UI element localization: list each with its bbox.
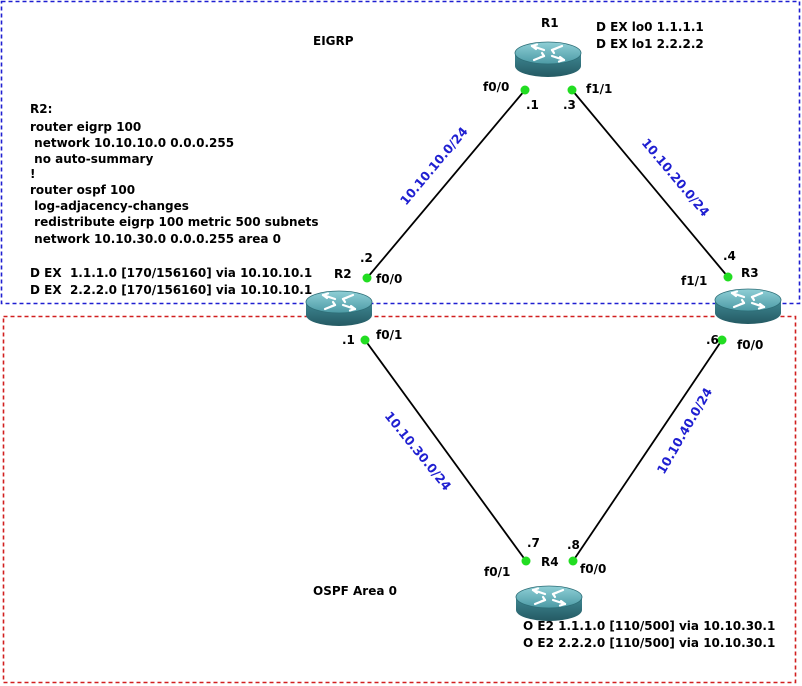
config-line: log-adjacency-changes [30,199,189,213]
ip-suffix-label: .7 [527,536,540,550]
interface-label: f0/1 [484,565,510,579]
link-r1-r2[interactable] [366,89,526,279]
r4-route-note: O E2 1.1.1.0 [110/500] via 10.10.30.1 [523,619,775,633]
config-line: redistribute eigrp 100 metric 500 subnet… [30,215,319,229]
interface-label: f0/0 [376,272,402,286]
network-label-r1-r3: 10.10.20.0/24 [639,135,713,219]
ip-suffix-label: .1 [526,98,539,112]
router-r1-name: R1 [541,16,559,30]
router-r2[interactable] [304,289,374,328]
link-status-dot [521,556,531,566]
router-r4-name: R4 [541,555,559,569]
interface-label: f1/1 [586,82,612,96]
router-r1[interactable] [513,40,583,79]
ip-suffix-label: .8 [567,538,580,552]
ospf-area-boundary [2,315,797,684]
config-line: no auto-summary [30,152,153,166]
config-line: router ospf 100 [30,183,135,197]
interface-label: f0/0 [580,562,606,576]
link-status-dot [362,273,372,283]
r2-route-entry: D EX 2.2.2.0 [170/156160] via 10.10.10.1 [30,283,312,297]
network-label-r2-r4: 10.10.30.0/24 [382,408,455,493]
r1-route-note: D EX lo0 1.1.1.1 [596,20,704,34]
interface-label: f1/1 [681,274,707,288]
network-label-r1-r2: 10.10.10.0/24 [397,124,471,208]
config-line: ! [30,167,35,181]
router-r4[interactable] [514,584,584,623]
link-r1-r3[interactable] [571,89,729,278]
link-status-dot [360,335,370,345]
link-status-dot [520,85,530,95]
config-line: router eigrp 100 [30,120,141,134]
ip-suffix-label: .2 [360,251,373,265]
r1-route-note: D EX lo1 2.2.2.2 [596,37,704,51]
link-status-dot [568,556,578,566]
link-status-dot [723,272,733,282]
config-line: network 10.10.30.0 0.0.0.255 area 0 [30,232,281,246]
router-r3[interactable] [713,287,783,326]
interface-label: f0/0 [483,80,509,94]
r2-route-entry: D EX 1.1.1.0 [170/156160] via 10.10.10.1 [30,266,312,280]
link-status-dot [567,85,577,95]
router-r2-name: R2 [334,267,352,281]
r4-route-note: O E2 2.2.2.0 [110/500] via 10.10.30.1 [523,636,775,650]
ip-suffix-label: .4 [723,249,736,263]
interface-label: f0/0 [737,338,763,352]
link-r3-r4[interactable] [572,339,723,562]
router-r3-name: R3 [741,266,759,280]
ip-suffix-label: .6 [706,333,719,347]
ip-suffix-label: .1 [342,333,355,347]
ospf-area-label: OSPF Area 0 [313,584,397,598]
ip-suffix-label: .3 [563,98,576,112]
interface-label: f0/1 [376,328,402,342]
config-line: network 10.10.10.0 0.0.0.255 [30,136,234,150]
network-label-r3-r4: 10.10.40.0/24 [654,385,716,477]
eigrp-area-boundary [0,0,801,305]
config-line: R2: [30,102,52,116]
link-r2-r4[interactable] [364,339,527,562]
eigrp-area-label: EIGRP [313,34,354,48]
link-status-dot [717,335,727,345]
